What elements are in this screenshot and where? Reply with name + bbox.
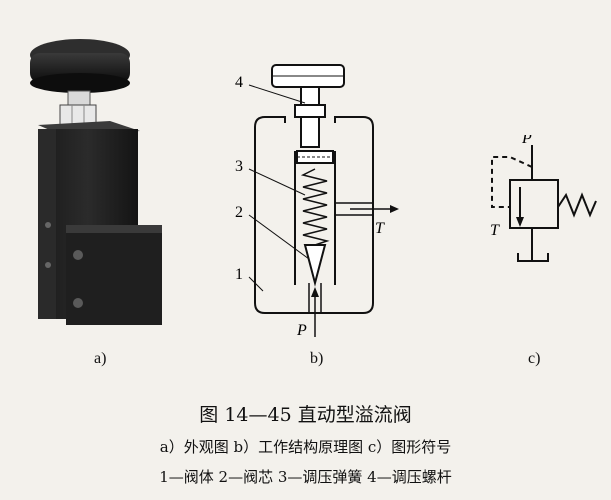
- figure-subtitle: a）外观图 b）工作结构原理图 c）图形符号: [159, 438, 452, 456]
- panel-c-label: c): [528, 350, 541, 367]
- cross-section-diagram: 4 3 2 1 T P: [235, 64, 399, 339]
- symbol-spring: [557, 192, 597, 218]
- figure-parts-legend: 1—阀体 2—阀芯 3—调压弹簧 4—调压螺杆: [159, 468, 452, 486]
- hydraulic-symbol: P T: [490, 135, 597, 262]
- side-block: [66, 225, 162, 325]
- port-inlet-label: P: [296, 322, 307, 339]
- symbol-port-p: P: [521, 135, 532, 147]
- callout-1: 1: [235, 266, 243, 283]
- callout-4: 4: [235, 74, 243, 91]
- adjust-screw: [67, 90, 91, 106]
- port-outlet-label: T: [375, 220, 385, 237]
- pilot-line: [491, 156, 533, 208]
- tank-symbol: [517, 253, 549, 262]
- figure-title: 图 14—45 直动型溢流阀: [199, 404, 412, 426]
- symbol-port-t: T: [490, 222, 500, 239]
- valve-spool: [303, 244, 327, 287]
- valve-body-outline: [254, 116, 374, 314]
- panel-b-label: b): [310, 350, 324, 367]
- symbol-valve-box: [509, 179, 559, 229]
- panel-a-label: a): [94, 350, 107, 367]
- pressure-spring: [300, 168, 330, 246]
- callout-2: 2: [235, 204, 243, 221]
- valve-photo: [30, 39, 162, 325]
- callout-3: 3: [235, 158, 243, 175]
